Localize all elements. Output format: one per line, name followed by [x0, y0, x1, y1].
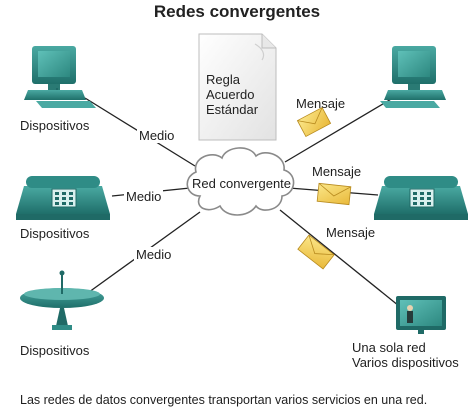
phone-left-icon	[16, 176, 110, 220]
document-icon	[198, 33, 277, 141]
link-label-medio-bottom: Medio	[134, 247, 174, 262]
diagram-caption: Las redes de datos convergentes transpor…	[20, 393, 428, 407]
link-label-mensaje-middle: Mensaje	[312, 164, 362, 179]
document-line-1: Regla	[206, 72, 240, 87]
document-line-2: Acuerdo	[206, 87, 255, 102]
link-label-mensaje-top: Mensaje	[296, 96, 346, 111]
device-label-dish-left: Dispositivos	[20, 343, 90, 358]
document-text: Regla Acuerdo Estándar	[206, 72, 258, 117]
device-label-computer-left: Dispositivos	[20, 118, 90, 133]
device-label-tv-line2: Varios dispositivos	[352, 355, 459, 370]
computer-left-icon	[24, 46, 96, 108]
link-label-mensaje-bottom: Mensaje	[326, 225, 376, 240]
link-computer-right	[284, 94, 399, 163]
phone-right-icon	[374, 176, 468, 220]
document-line-3: Estándar	[206, 102, 259, 117]
diagram-title: Redes convergentes	[153, 2, 321, 21]
device-label-tv-line1: Una sola red	[352, 340, 426, 355]
link-label-medio-middle: Medio	[124, 189, 164, 204]
tv-icon	[396, 296, 446, 334]
satellite-dish-icon	[20, 270, 104, 330]
link-tv-right	[279, 209, 405, 311]
computer-right-icon	[380, 46, 446, 108]
envelope-top-icon	[296, 106, 332, 138]
envelope-bottom-icon	[297, 234, 335, 270]
center-network-label: Red convergente	[192, 176, 292, 191]
device-label-phone-left: Dispositivos	[20, 226, 90, 241]
envelope-middle-icon	[316, 182, 352, 206]
cloud-icon	[186, 147, 295, 216]
link-label-medio-top: Medio	[137, 128, 177, 143]
